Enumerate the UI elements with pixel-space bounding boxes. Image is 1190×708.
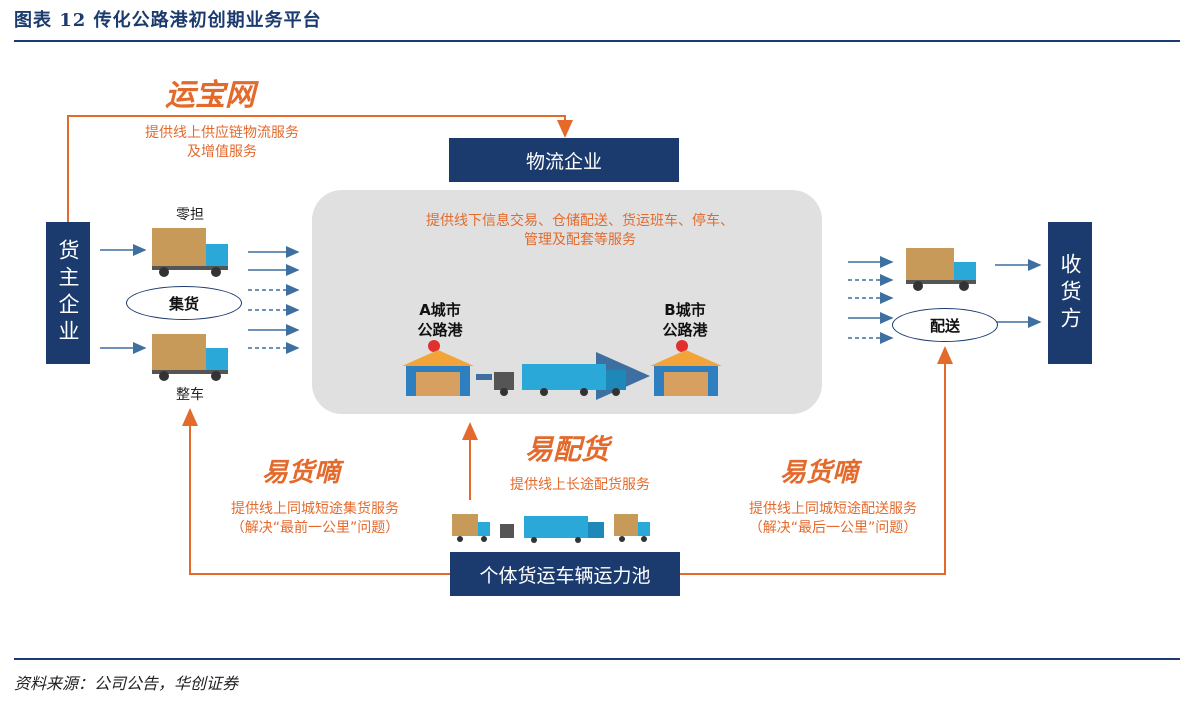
logistics-company-box: 物流企业	[449, 138, 679, 182]
link-shipper-logistics	[67, 115, 573, 222]
ftl-label: 整车	[176, 387, 204, 403]
source-note: 资料来源：公司公告，华创证券	[14, 674, 239, 693]
figure-title: 图表 12 传化公路港初创期业务平台	[14, 10, 322, 31]
warehouse-a-icon	[402, 340, 474, 396]
port-a-label: A城市 公路港	[417, 301, 463, 339]
supply-chain-label: 提供线上供应链物流服务 及增值服务	[145, 125, 299, 160]
consolidate-ellipse: 集货	[126, 286, 242, 320]
yihuodi-logo-right: 易货嘀	[780, 458, 859, 488]
link-pool-right	[680, 346, 953, 575]
long-truck-icon	[494, 364, 626, 396]
first-mile-label: 提供线上同城短途集货服务 （解决“最前一公里”问题）	[230, 501, 400, 536]
bottom-rule	[14, 658, 1180, 660]
shipper-box: 货主企业	[46, 222, 90, 364]
link-pool-left	[182, 408, 450, 575]
deliver-ellipse: 配送	[892, 308, 998, 342]
receiver-box: 收货方	[1048, 222, 1092, 364]
long-haul-label: 提供线上长途配货服务	[510, 477, 650, 493]
yunbaowang-logo: 运宝网	[165, 78, 255, 113]
truck-delivery-icon	[906, 248, 976, 291]
vehicle-pool-box: 个体货运车辆运力池	[450, 552, 680, 596]
ltl-label: 零担	[176, 207, 204, 223]
truck-ftl-icon	[152, 334, 228, 381]
pool-vehicles-icon	[452, 514, 650, 543]
top-rule	[14, 40, 1180, 42]
yihuodi-logo-left: 易货嘀	[262, 458, 341, 488]
truck-ltl-icon	[152, 228, 228, 277]
warehouse-b-icon	[650, 340, 722, 396]
port-b-label: B城市 公路港	[662, 301, 708, 339]
offline-services-label: 提供线下信息交易、仓储配送、货运班车、停车、 管理及配套等服务	[426, 213, 734, 248]
last-mile-label: 提供线上同城短途配送服务 （解决“最后一公里”问题）	[748, 501, 918, 536]
yipeihuo-logo: 易配货	[525, 433, 610, 466]
